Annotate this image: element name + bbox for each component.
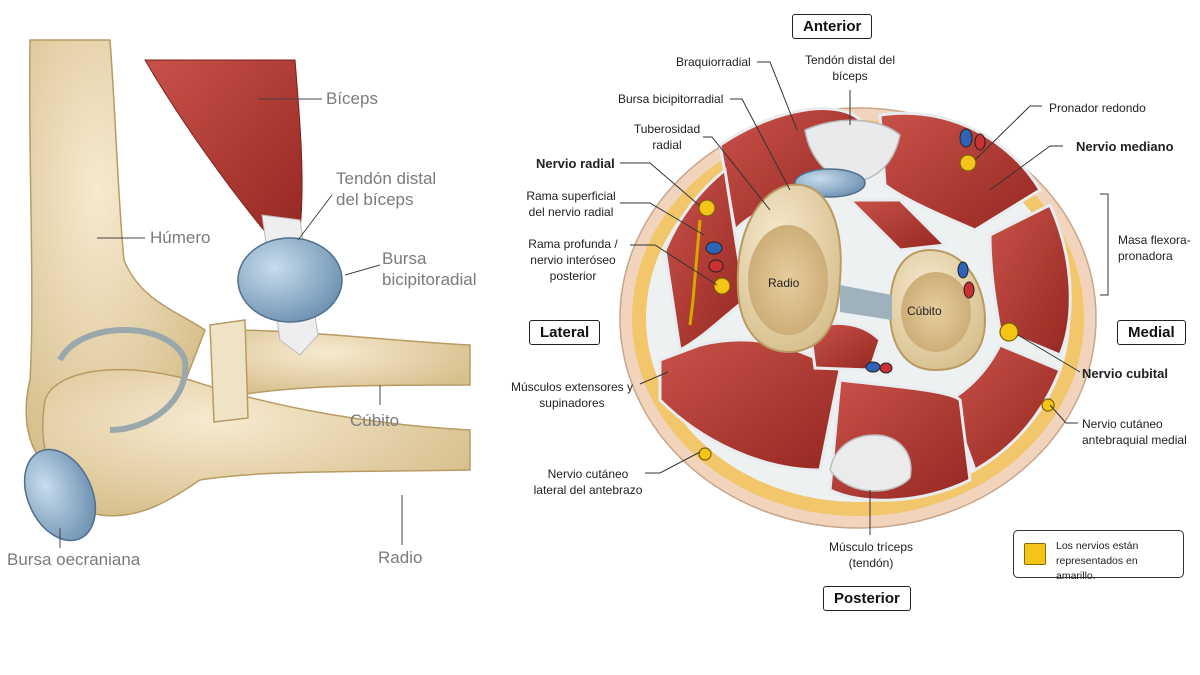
label-ulna-bone: Cúbito <box>907 304 942 318</box>
label-lateral-cutaneous: Nervio cutáneo lateral del antebrazo <box>533 467 643 497</box>
legend-swatch <box>1024 543 1046 565</box>
label-deep-branch: Rama profunda / nervio interóseo posteri… <box>528 237 618 283</box>
radius-bone <box>229 329 471 396</box>
left-leader-lines <box>59 98 403 548</box>
label-bicipitoradial-bursa: Bursa bicipitoradial <box>382 249 477 289</box>
orientation-lateral: Lateral <box>529 320 601 345</box>
label-radius: Radio <box>378 548 423 567</box>
label-distal-biceps-tendon: Tendón distal del bíceps <box>336 169 437 209</box>
vessels <box>705 128 986 374</box>
orientation-anterior: Anterior <box>792 14 873 39</box>
label-bicipitoradial-bursa-section: Bursa bicipitorradial <box>618 92 724 106</box>
biceps-muscle <box>144 59 303 241</box>
lateral-elbow-view <box>23 39 471 548</box>
label-biceps: Bíceps <box>326 89 378 108</box>
label-brachioradialis: Braquiorradial <box>676 55 751 69</box>
label-flexor-pronator-mass: Masa flexora-pronadora <box>1118 233 1191 263</box>
radius-marrow <box>748 225 828 335</box>
label-olecranon-bursa: Bursa oecraniana <box>7 550 141 569</box>
muscle-compartments <box>658 107 1072 502</box>
label-superficial-branch: Rama superficial del nervio radial <box>526 189 616 219</box>
label-extensors: Músculos extensores y supinadores <box>510 380 634 410</box>
label-pronator-teres: Pronador redondo <box>1049 101 1146 115</box>
right-leader-lines <box>620 61 1109 535</box>
label-median-nerve: Nervio mediano <box>1076 139 1174 154</box>
label-ulnar-nerve: Nervio cubital <box>1082 366 1168 381</box>
olecranon-bursa <box>23 448 97 542</box>
nerve-legend: Los nervios están representados en amari… <box>1013 530 1184 582</box>
biceps-tendon-section <box>804 119 901 183</box>
label-ulna: Cúbito <box>350 411 400 430</box>
label-radius-bone: Radio <box>768 276 800 290</box>
label-biceps-tendon: Tendón distal del bíceps <box>804 53 896 83</box>
ulna-marrow <box>901 272 971 352</box>
label-radial-tuberosity: Tuberosidad radial <box>633 122 701 152</box>
joint-cartilage <box>57 327 189 433</box>
interosseous-membrane <box>840 285 892 320</box>
radial-head <box>209 319 249 423</box>
label-humerus: Húmero <box>150 228 211 247</box>
label-triceps: Músculo tríceps (tendón) <box>828 540 914 570</box>
bicipitoradial-bursa <box>237 237 343 323</box>
orientation-medial: Medial <box>1117 320 1186 345</box>
ulna-bone <box>42 368 471 517</box>
label-medial-cutaneous: Nervio cutáneo antebraquial medial <box>1082 417 1187 447</box>
triceps-tendon-section <box>829 434 912 492</box>
nerves <box>688 154 1055 461</box>
label-radial-nerve: Nervio radial <box>536 156 615 171</box>
legend-text: Los nervios están representados en amari… <box>1056 540 1139 582</box>
orientation-posterior: Posterior <box>823 586 911 611</box>
forearm-cross-section <box>619 61 1109 535</box>
